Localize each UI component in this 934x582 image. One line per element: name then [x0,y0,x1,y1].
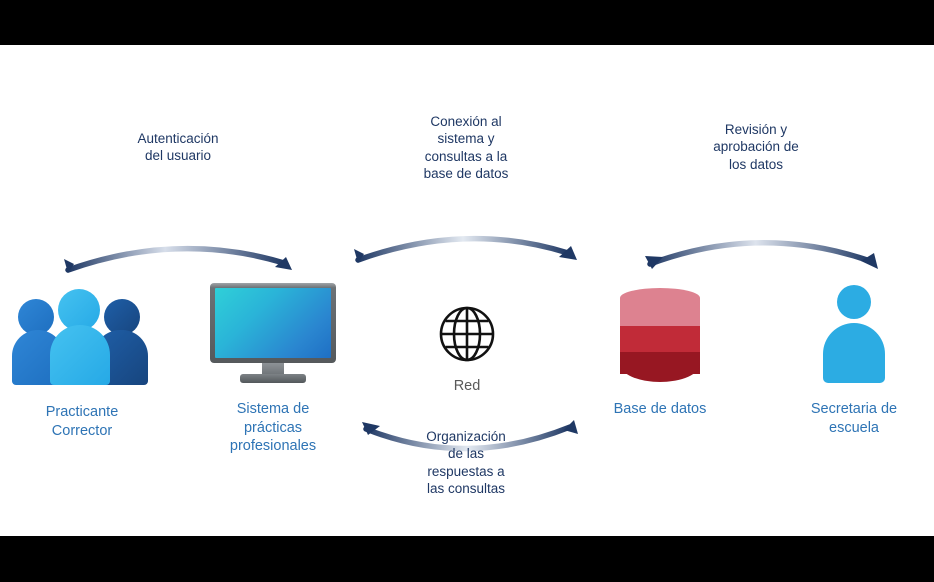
people-icon-head-left [18,299,54,335]
globe-icon [438,305,496,363]
monitor-icon-stand [262,363,284,375]
database-icon-band-middle [620,326,700,352]
connector-label-conexion: Conexión al sistema y consultas a la bas… [423,114,509,181]
node-label-base-de-datos: Base de datos [613,401,707,417]
node-label-secretaria: Secretaria de escuela [810,401,898,436]
connector-label-revision: Revisión y aprobación de los datos [713,122,799,172]
database-icon-base [620,364,700,382]
monitor-icon [210,283,336,383]
person-icon [823,285,885,383]
connector-arrow-conexion [354,235,577,263]
diagram-canvas: Autenticación del usuario Conexión al si… [0,45,934,536]
monitor-icon-screen [215,288,331,358]
globe-icon-svg [439,306,495,362]
connector-label-auth: Autenticación del usuario [137,131,219,164]
connector-arrow-auth [64,245,292,273]
person-icon-head [837,285,871,319]
connector-label-organizacion: Organización de las respuestas a las con… [426,429,506,496]
person-icon-body [823,323,885,383]
monitor-icon-bezel [210,283,336,363]
people-icon-head-center [58,289,100,331]
node-label-practicante: Practicante Corrector [45,404,119,439]
database-icon [620,288,700,382]
database-icon-top [620,288,700,308]
people-icon [12,285,152,385]
people-icon-head-right [104,299,140,335]
monitor-icon-base [240,374,306,383]
people-icon-body-center [50,325,110,385]
node-label-sistema: Sistema de prácticas profesionales [229,401,317,455]
letterbox-bottom-bar [0,536,934,582]
letterbox-top-bar [0,0,934,45]
connector-arrow-revision [645,240,878,269]
node-label-red: Red [453,378,481,394]
